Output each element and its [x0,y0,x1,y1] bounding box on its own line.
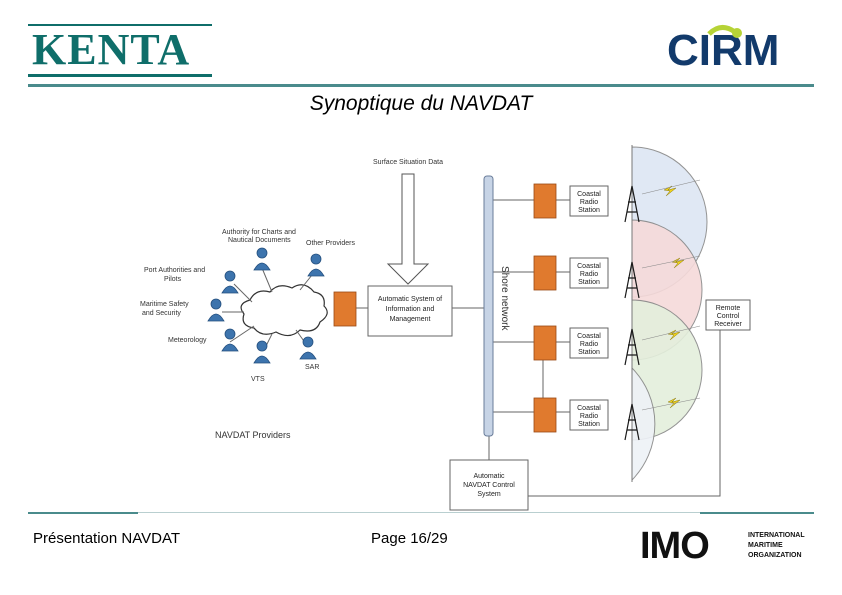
header-rule [28,84,814,87]
other-providers-label: Other Providers [306,240,356,247]
coastal-3-line-1: Coastal [577,333,601,340]
radio-mast-icon [624,185,640,441]
remote-receiver-box [705,299,751,331]
sar-label: SAR [305,364,319,371]
shore-network-bar [483,175,494,437]
remote-line-1: Remote [716,305,741,312]
logo-rule-bottom [28,74,212,77]
vts-label: VTS [251,376,265,383]
footer-rule-right [700,512,814,514]
safety-line-1: Maritime Safety [140,301,189,308]
footer-page-number: Page 16/29 [371,530,448,547]
cirm-logo: CIRM [665,24,810,79]
imo-logo: IMO INTERNATIONAL MARITIME ORGANIZATION [640,525,816,567]
coastal-1-line-1: Coastal [577,191,601,198]
coastal-4-line-2: Radio [580,413,598,420]
control-line-2: NAVDAT Control [463,482,515,489]
meteorology-label: Meteorology [168,337,207,344]
cirm-logo-text: CIRM [667,26,780,75]
port-line-1: Port Authorities and [144,267,205,274]
authority-line-1: Authority for Charts and [222,229,296,236]
imo-org-line-3: ORGANIZATION [748,552,802,559]
kenta-logo-text: KENTA [32,25,191,74]
page-title: Synoptique du NAVDAT [309,92,533,115]
coastal-boxes [569,185,609,431]
control-system-box [449,459,529,511]
firewall-icon [333,183,557,433]
cloud-icon [240,284,328,337]
coastal-3-line-3: Station [578,349,600,356]
control-line-1: Automatic [473,473,505,480]
providers-label: NAVDAT Providers [215,430,291,440]
authority-line-2: Nautical Documents [228,237,291,244]
surface-label: Surface Situation Data [373,159,443,166]
footer-presentation-label: Présentation NAVDAT [33,530,181,547]
coastal-2-line-1: Coastal [577,263,601,270]
ais-line-2: Information and [386,306,435,313]
footer-rule-left [28,512,138,514]
port-line-2: Pilots [164,276,182,283]
remote-line-2: Control [717,313,740,320]
person-icon [207,247,325,364]
coverage-zone-4 [631,366,656,482]
logo-rule-top [28,24,212,26]
shore-network-label: Shore network [499,266,510,331]
coastal-2-line-2: Radio [580,271,598,278]
kenta-logo: KENTA [28,22,214,78]
remote-line-3: Receiver [714,321,742,328]
surface-arrow-icon [386,173,430,285]
imo-org-name: INTERNATIONAL MARITIME ORGANIZATION [748,531,805,561]
imo-org-line-1: INTERNATIONAL [748,532,805,539]
coastal-3-line-2: Radio [580,341,598,348]
coastal-1-line-2: Radio [580,199,598,206]
coastal-4-line-3: Station [578,421,600,428]
cirm-arc-icon [707,25,742,38]
coastal-2-line-3: Station [578,279,600,286]
control-line-3: System [477,491,501,498]
coastal-1-line-3: Station [578,207,600,214]
imo-org-line-2: MARITIME [748,542,783,549]
safety-line-2: and Security [142,310,181,317]
coastal-4-line-1: Coastal [577,405,601,412]
ais-line-3: Management [390,316,431,323]
imo-logo-letters: IMO [640,525,710,567]
ais-line-1: Automatic System of [378,296,442,303]
ais-box [367,285,453,337]
lightning-icon [663,185,685,409]
footer-rule-mid [138,512,700,513]
